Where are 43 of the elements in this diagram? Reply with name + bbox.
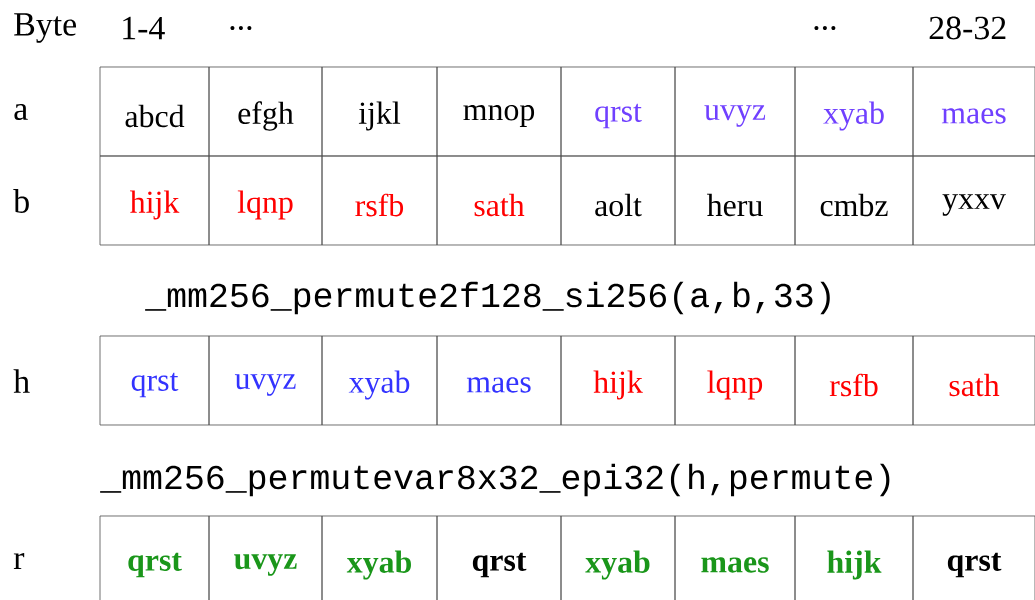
column-header: Byte: [14, 13, 76, 43]
table-cell: qrst: [436, 515, 562, 600]
table-cell: uvyz: [208, 515, 323, 600]
table-cell: xyab: [321, 335, 438, 426]
table-cell: sath: [912, 335, 1035, 426]
column-header: 1-4: [123, 16, 165, 40]
table-cell: uvyz: [674, 66, 796, 157]
table-cell: xyab: [794, 66, 914, 157]
table-cell: lqnp: [674, 335, 796, 426]
table-cell: aolt: [560, 155, 676, 246]
table-cell: qrst: [99, 515, 210, 600]
table-cell: mnop: [436, 66, 562, 157]
row-label: h: [13, 369, 30, 393]
row-label: r: [13, 553, 25, 569]
table-cell: hijk: [99, 155, 210, 246]
table-cell: maes: [436, 335, 562, 426]
row-label: a: [14, 103, 28, 121]
table-cell: rsfb: [794, 335, 914, 426]
table-cell: heru: [674, 155, 796, 246]
table-cell: yxxv: [912, 155, 1035, 246]
table-cell: sath: [436, 155, 562, 246]
table-cell: uvyz: [208, 335, 323, 426]
table-cell: efgh: [208, 66, 323, 157]
table-cell: qrst: [912, 515, 1035, 600]
table-cell: qrst: [560, 66, 676, 157]
table-cell: maes: [674, 515, 796, 600]
table-cell: cmbz: [794, 155, 914, 246]
table-cell: hijk: [560, 335, 676, 426]
column-header: 28-32: [929, 16, 1006, 40]
column-header: ...: [230, 26, 252, 30]
function-call: _mm256_permute2f128_si256(a,b,33): [145, 281, 830, 315]
function-call: _mm256_permutevar8x32_epi32(h,permute): [100, 463, 890, 497]
table-cell: ijkl: [321, 66, 438, 157]
column-header: ...: [814, 26, 836, 30]
table-cell: abcd: [99, 66, 210, 157]
table-cell: maes: [912, 66, 1035, 157]
table-cell: xyab: [321, 515, 438, 600]
table-cell: xyab: [560, 515, 676, 600]
table-cell: qrst: [99, 335, 210, 426]
table-cell: hijk: [794, 515, 914, 600]
table-cell: rsfb: [321, 155, 438, 246]
row-label: b: [13, 189, 29, 213]
table-cell: lqnp: [208, 155, 323, 246]
